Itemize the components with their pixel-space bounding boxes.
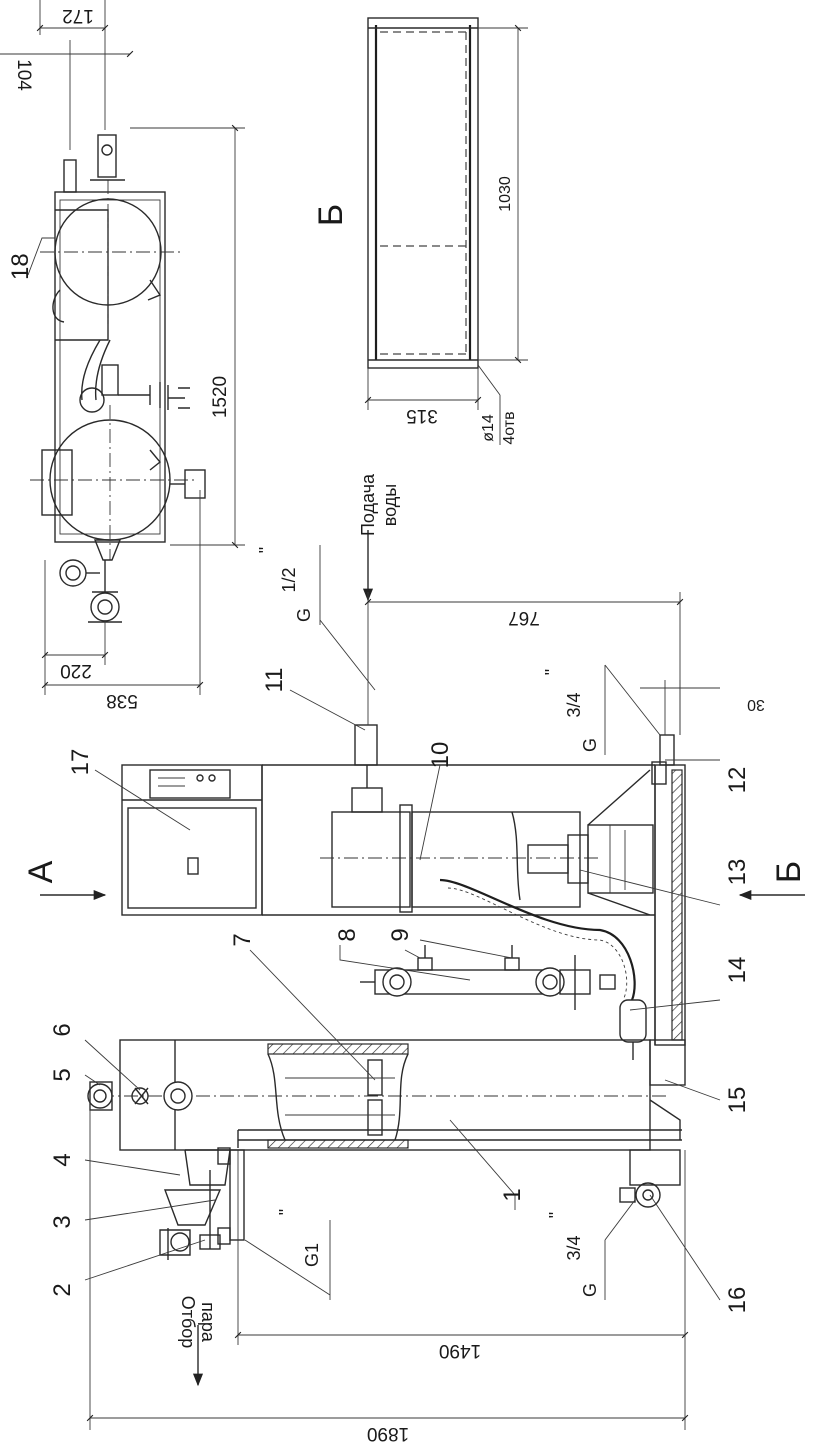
callout-18: 18 <box>7 253 34 280</box>
thread-left-mark: " <box>546 1212 566 1218</box>
flow-arrows <box>40 530 805 1387</box>
callout-leaders <box>84 689 721 1301</box>
dim-1030: 1030 <box>497 176 514 212</box>
callout-2: 2 <box>49 1283 76 1296</box>
main-dimensions: 1890 1490 767 30 <box>86 592 765 1442</box>
dim-1490: 1490 <box>439 1340 481 1361</box>
dim-767: 767 <box>508 607 540 628</box>
plan-view: 18 <box>7 134 206 623</box>
callout-12: 12 <box>724 767 751 794</box>
dim-220: 220 <box>60 660 92 681</box>
callouts: 1 2 3 4 5 6 7 8 9 10 11 12 13 14 15 16 1… <box>49 668 751 1314</box>
dim-315: 315 <box>406 405 438 426</box>
thread-steam-g: G1 <box>302 1243 322 1267</box>
callout-10: 10 <box>427 742 454 769</box>
steam-outlet-label-1: Отбор <box>178 1296 198 1349</box>
callout-6: 6 <box>49 1023 76 1036</box>
dim-30: 30 <box>747 696 765 713</box>
callout-13: 13 <box>724 859 751 886</box>
hole-count: 4отв <box>501 411 518 444</box>
callout-17: 17 <box>67 749 94 776</box>
dim-104: 104 <box>13 59 34 91</box>
water-inlet-label-1: Подача <box>358 473 378 536</box>
thread-water-mark: " <box>256 547 276 553</box>
dim-172: 172 <box>62 5 94 26</box>
callout-4: 4 <box>49 1153 76 1166</box>
callout-16: 16 <box>724 1287 751 1314</box>
callout-8: 8 <box>334 928 361 941</box>
view-b-label: Б <box>770 861 808 883</box>
thread-left-g: G <box>580 1283 600 1297</box>
hole-diameter: ø14 <box>480 414 497 442</box>
dim-1890: 1890 <box>367 1423 409 1442</box>
water-inlet-label-2: воды <box>380 484 400 526</box>
thread-right-g: G <box>580 738 600 752</box>
callout-15: 15 <box>724 1087 751 1114</box>
callout-1: 1 <box>499 1188 526 1201</box>
callout-5: 5 <box>49 1068 76 1081</box>
thread-steam-mark: " <box>276 1209 296 1215</box>
plan-dimensions: 172 104 1520 538 220 <box>0 0 245 711</box>
steam-outlet-label-2: пара <box>198 1302 218 1343</box>
callout-7: 7 <box>229 933 256 946</box>
dim-538: 538 <box>106 690 138 711</box>
thread-water-g: G <box>294 608 314 622</box>
thread-right-fraction: 3/4 <box>564 692 584 717</box>
thread-left-fraction: 3/4 <box>564 1235 584 1260</box>
view-a-label: А <box>22 860 60 883</box>
callout-9: 9 <box>387 928 414 941</box>
section-b-label: Б <box>312 204 350 226</box>
callout-3: 3 <box>49 1215 76 1228</box>
thread-water-fraction: 1/2 <box>279 567 299 592</box>
thread-right-mark: " <box>542 669 562 675</box>
dim-1520: 1520 <box>210 376 231 418</box>
pipe-thread-labels: G1 " G 1/2 " G 3/4 " G 3/4 " <box>244 545 661 1300</box>
side-view <box>87 724 686 1260</box>
view-b-frame: Б 1030 315 ø14 4отв <box>312 17 528 445</box>
callout-11: 11 <box>261 668 288 693</box>
callout-14: 14 <box>724 957 751 984</box>
